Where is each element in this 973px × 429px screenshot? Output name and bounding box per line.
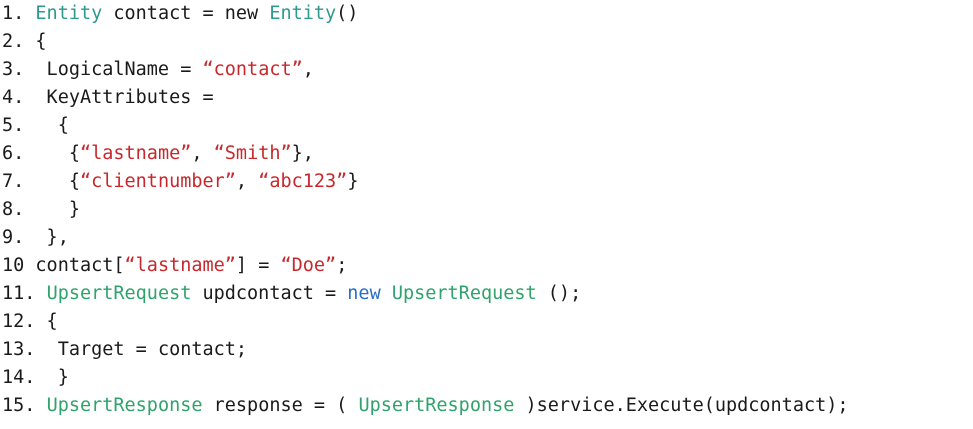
code-token: UpsertRequest xyxy=(391,283,537,304)
code-line: 7. {“clientnumber”, “abc123”} xyxy=(2,168,358,196)
code-token: (); xyxy=(536,283,582,304)
line-number: 5. xyxy=(2,115,25,136)
code-token: Entity xyxy=(269,3,337,24)
code-token: new xyxy=(347,283,381,304)
code-token xyxy=(381,283,392,304)
code-line: 4. KeyAttributes = xyxy=(2,84,214,112)
code-line: 5. { xyxy=(2,112,69,140)
code-token: ; xyxy=(336,255,348,276)
code-token: UpsertRequest xyxy=(46,283,192,304)
line-number: 4. xyxy=(2,87,25,108)
code-token: { xyxy=(35,311,58,332)
code-token: “Doe” xyxy=(280,255,337,276)
code-token: ] = xyxy=(235,255,281,276)
code-token: } xyxy=(347,171,359,192)
code-token: “abc123” xyxy=(258,171,348,192)
code-line: 8. } xyxy=(2,196,80,224)
code-token: , xyxy=(191,143,214,164)
code-line: 1. Entity contact = new Entity() xyxy=(2,0,358,28)
code-line: 2. { xyxy=(2,28,47,56)
code-token: “lastname” xyxy=(79,143,192,164)
code-line: 9. }, xyxy=(2,224,69,252)
line-number: 11. xyxy=(2,283,36,304)
code-token: updcontact = xyxy=(191,283,348,304)
code-token xyxy=(35,283,46,304)
code-token: } xyxy=(35,367,69,388)
code-token: UpsertResponse xyxy=(46,395,203,416)
code-token: KeyAttributes = xyxy=(24,87,214,108)
code-token: “Smith” xyxy=(213,143,292,164)
code-token: contact = new xyxy=(102,3,270,24)
line-number: 10 xyxy=(2,255,25,276)
code-line: 15. UpsertResponse response = ( UpsertRe… xyxy=(2,392,849,420)
line-number: 3. xyxy=(2,59,25,80)
code-token: { xyxy=(24,31,47,52)
code-line: 13. Target = contact; xyxy=(2,336,247,364)
code-token: “contact” xyxy=(202,59,303,80)
code-token: { xyxy=(24,143,80,164)
code-token: Entity xyxy=(35,3,103,24)
code-token: , xyxy=(235,171,259,192)
line-number: 9. xyxy=(2,227,25,248)
code-line: 10 contact[“lastname”] = “Doe”; xyxy=(2,252,347,280)
line-number: 8. xyxy=(2,199,25,220)
line-number: 12. xyxy=(2,311,36,332)
code-token: contact[ xyxy=(24,255,125,276)
code-line: 12. { xyxy=(2,308,58,336)
code-token: { xyxy=(24,171,80,192)
code-token: “lastname” xyxy=(124,255,236,276)
line-number: 7. xyxy=(2,171,25,192)
code-token xyxy=(24,3,35,24)
line-number: 1. xyxy=(2,3,25,24)
line-number: 6. xyxy=(2,143,25,164)
code-token: “clientnumber” xyxy=(79,171,236,192)
code-token: UpsertResponse xyxy=(358,395,515,416)
code-line: 3. LogicalName = “contact”, xyxy=(2,56,314,84)
code-token: response = ( xyxy=(202,395,359,416)
code-token: , xyxy=(302,59,314,80)
code-token xyxy=(35,395,46,416)
line-number: 15. xyxy=(2,395,36,416)
code-line: 11. UpsertRequest updcontact = new Upser… xyxy=(2,280,581,308)
code-token: () xyxy=(336,3,359,24)
code-token: { xyxy=(24,115,69,136)
code-token: LogicalName = xyxy=(24,59,203,80)
code-token: }, xyxy=(291,143,314,164)
code-line: 6. {“lastname”, “Smith”}, xyxy=(2,140,314,168)
line-number: 14. xyxy=(2,367,36,388)
code-token: }, xyxy=(24,227,69,248)
code-token: )service.Execute(updcontact); xyxy=(514,395,849,416)
line-number: 13. xyxy=(2,339,36,360)
line-number: 2. xyxy=(2,31,25,52)
code-token: } xyxy=(24,199,80,220)
code-line: 14. } xyxy=(2,364,69,392)
code-token: Target = contact; xyxy=(35,339,248,360)
